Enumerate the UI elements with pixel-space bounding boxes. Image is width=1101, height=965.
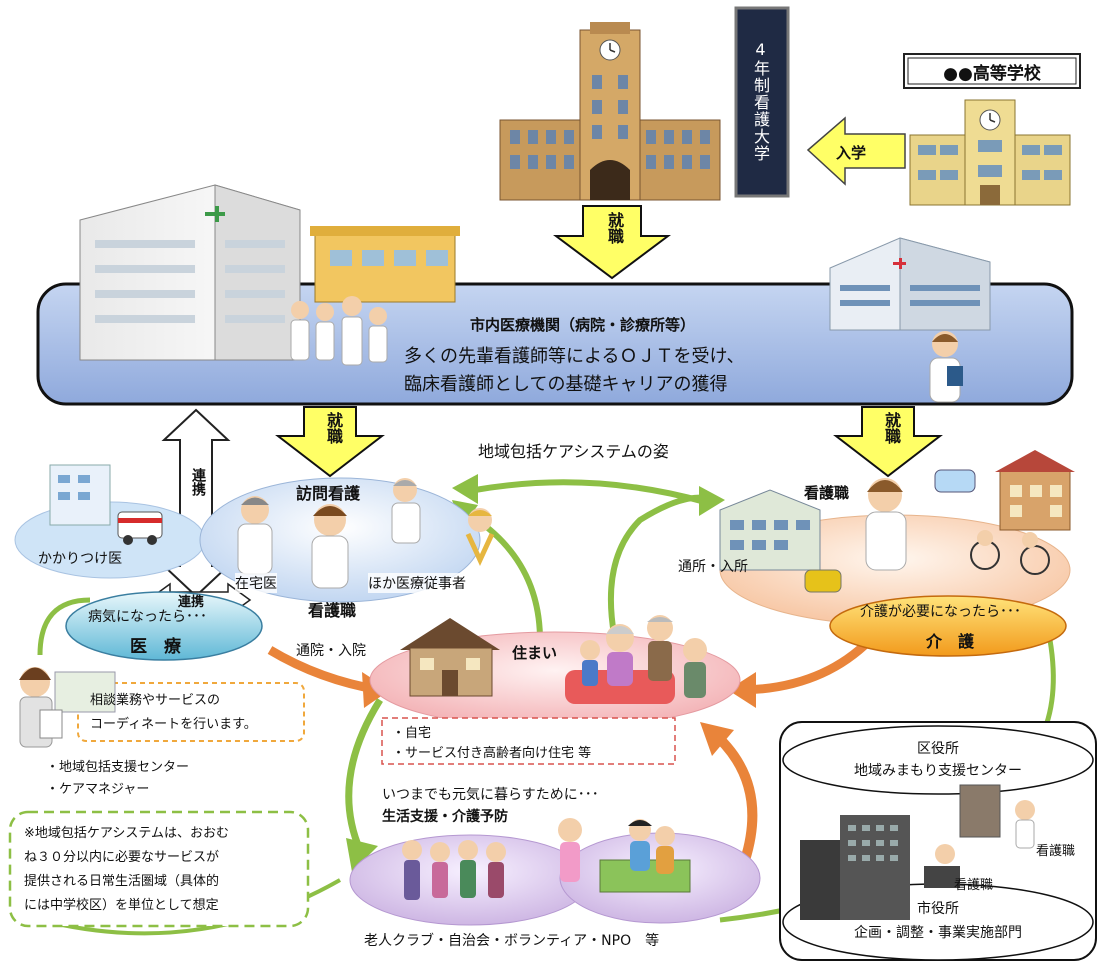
employ-label-right: 就職 — [882, 412, 901, 444]
care-nurse-label: 看護職 — [804, 484, 850, 502]
renkei-label-horizontal: 連携 — [178, 595, 205, 610]
city-hall-buildings — [800, 784, 1001, 920]
employ-arrow-top — [553, 205, 671, 280]
home-types-box — [381, 717, 676, 765]
employ-label-top: 就職 — [605, 212, 624, 244]
note-box — [8, 810, 310, 928]
note-line-1: ※地域包括ケアシステムは、おおむ — [24, 826, 229, 841]
ward-center-ellipse — [782, 725, 1094, 795]
note-line-2: ね３０分以内に必要なサービスが — [24, 850, 220, 865]
university-building — [499, 22, 721, 201]
iryo-label: 医 療 — [130, 637, 181, 657]
house-icon — [400, 618, 500, 697]
high-school-label: ●●高等学校 — [943, 64, 1041, 84]
ward-nurse-figures — [924, 800, 1035, 888]
ward-title: 区役所 — [917, 741, 959, 757]
system-title: 地域包括ケアシステムの姿 — [478, 442, 669, 461]
sumai-label: 住まい — [512, 644, 558, 662]
high-school-building — [909, 99, 1071, 206]
university-signboard — [734, 6, 790, 198]
care-manager-figure — [19, 667, 116, 748]
university-label: 4年制看護大学 — [751, 40, 770, 162]
homon-label: 訪問看護 — [296, 484, 361, 503]
employ-label-left: 就職 — [324, 412, 343, 444]
clinic-building — [310, 226, 460, 303]
high-school-signboard — [903, 53, 1081, 89]
consult-line-2: コーディネートを行います。 — [90, 717, 257, 732]
ward-nurse-1: 看護職 — [1036, 844, 1076, 859]
enroll-label: 入学 — [836, 144, 867, 162]
flow-home-community — [345, 698, 383, 852]
iryo-label-ellipse — [65, 591, 263, 661]
care-nurse-figure — [865, 478, 907, 571]
when-care-label: 介護が必要になったら･･･ — [860, 604, 1021, 620]
visiting-nurse-figure — [311, 504, 349, 589]
medical-nurse-label: 看護職 — [308, 601, 357, 620]
kakaritsuke-label: かかりつけ医 — [38, 551, 123, 567]
hospital-band-title: 市内医療機関（病院・診療所等） — [470, 316, 696, 334]
home-item-2: ・サービス付き高齢者向け住宅 等 — [392, 746, 592, 761]
home-doctor-figure — [237, 496, 273, 575]
clinic-ambulance — [49, 464, 163, 545]
home-item-1: ・自宅 — [392, 726, 432, 741]
hospital-building-right — [829, 237, 991, 331]
ward-center-label: 地域みまもり支援センター — [854, 763, 1022, 779]
lifelong-line-2: 生活支援・介護予防 — [382, 809, 508, 825]
care-facility-building — [719, 450, 1075, 571]
city-title: 市役所 — [917, 901, 959, 917]
staff-figures-right — [391, 478, 495, 566]
consult-box — [77, 682, 305, 742]
nurse-figure-band — [929, 331, 963, 403]
flow-medical-care — [474, 479, 706, 505]
consult-line-1: 相談業務やサービスの — [90, 693, 221, 708]
hoka-label: ほか医療従事者 — [368, 573, 466, 593]
zaitaku-label: 在宅医 — [235, 573, 277, 593]
employ-arrow-left — [275, 406, 385, 478]
community-label: 老人クラブ・自治会・ボランティア・NPO 等 — [364, 933, 660, 949]
kaigo-label: 介 護 — [926, 632, 975, 651]
flow-orange-right — [737, 636, 874, 695]
note-line-4: には中学校区）を単位として想定 — [24, 898, 219, 913]
employ-arrow-right — [833, 406, 943, 478]
enroll-arrow — [806, 116, 906, 186]
medical-staff-figures — [290, 296, 388, 366]
consult-org-1: ・地域包括支援センター — [46, 760, 190, 775]
family-figures — [565, 615, 707, 704]
note-line-3: 提供される日常生活圏域（具体的 — [24, 874, 220, 889]
renkei-label-vertical: 連携 — [190, 468, 206, 496]
community-figures — [402, 818, 691, 900]
hospital-building-left — [79, 184, 301, 361]
ward-nurse-2: 看護職 — [954, 878, 994, 893]
wheelchair-figures — [804, 469, 1050, 593]
hospital-band-line2: 臨床看護師としての基礎キャリアの獲得 — [404, 374, 728, 395]
hospital-band-line1: 多くの先輩看護師等によるＯＪＴを受け、 — [404, 346, 745, 367]
kaigo-label-ellipse — [829, 595, 1067, 657]
tsuin-label: 通院・入院 — [296, 643, 366, 659]
when-sick-label: 病気になったら･･･ — [88, 609, 207, 625]
city-dept: 企画・調整・事業実施部門 — [854, 925, 1022, 941]
lifelong-line-1: いつまでも元気に暮らすために･･･ — [382, 787, 599, 803]
consult-org-2: ・ケアマネジャー — [46, 782, 150, 797]
tsusho-label: 通所・入所 — [678, 559, 748, 575]
